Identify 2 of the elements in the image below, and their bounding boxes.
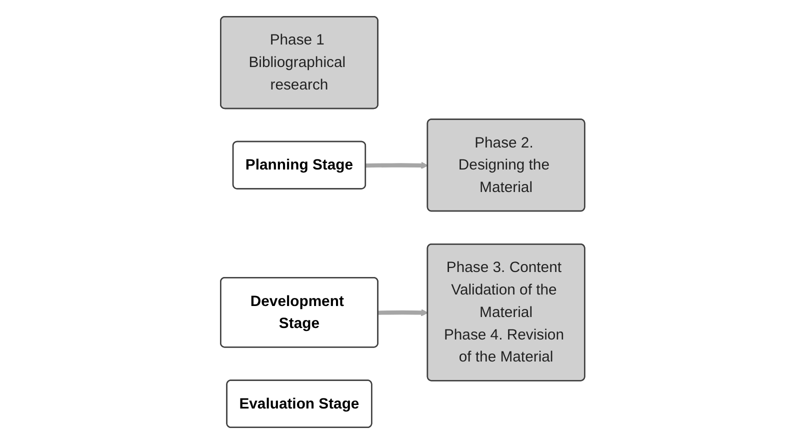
arrow: [366, 162, 429, 170]
arrow: [378, 309, 429, 316]
